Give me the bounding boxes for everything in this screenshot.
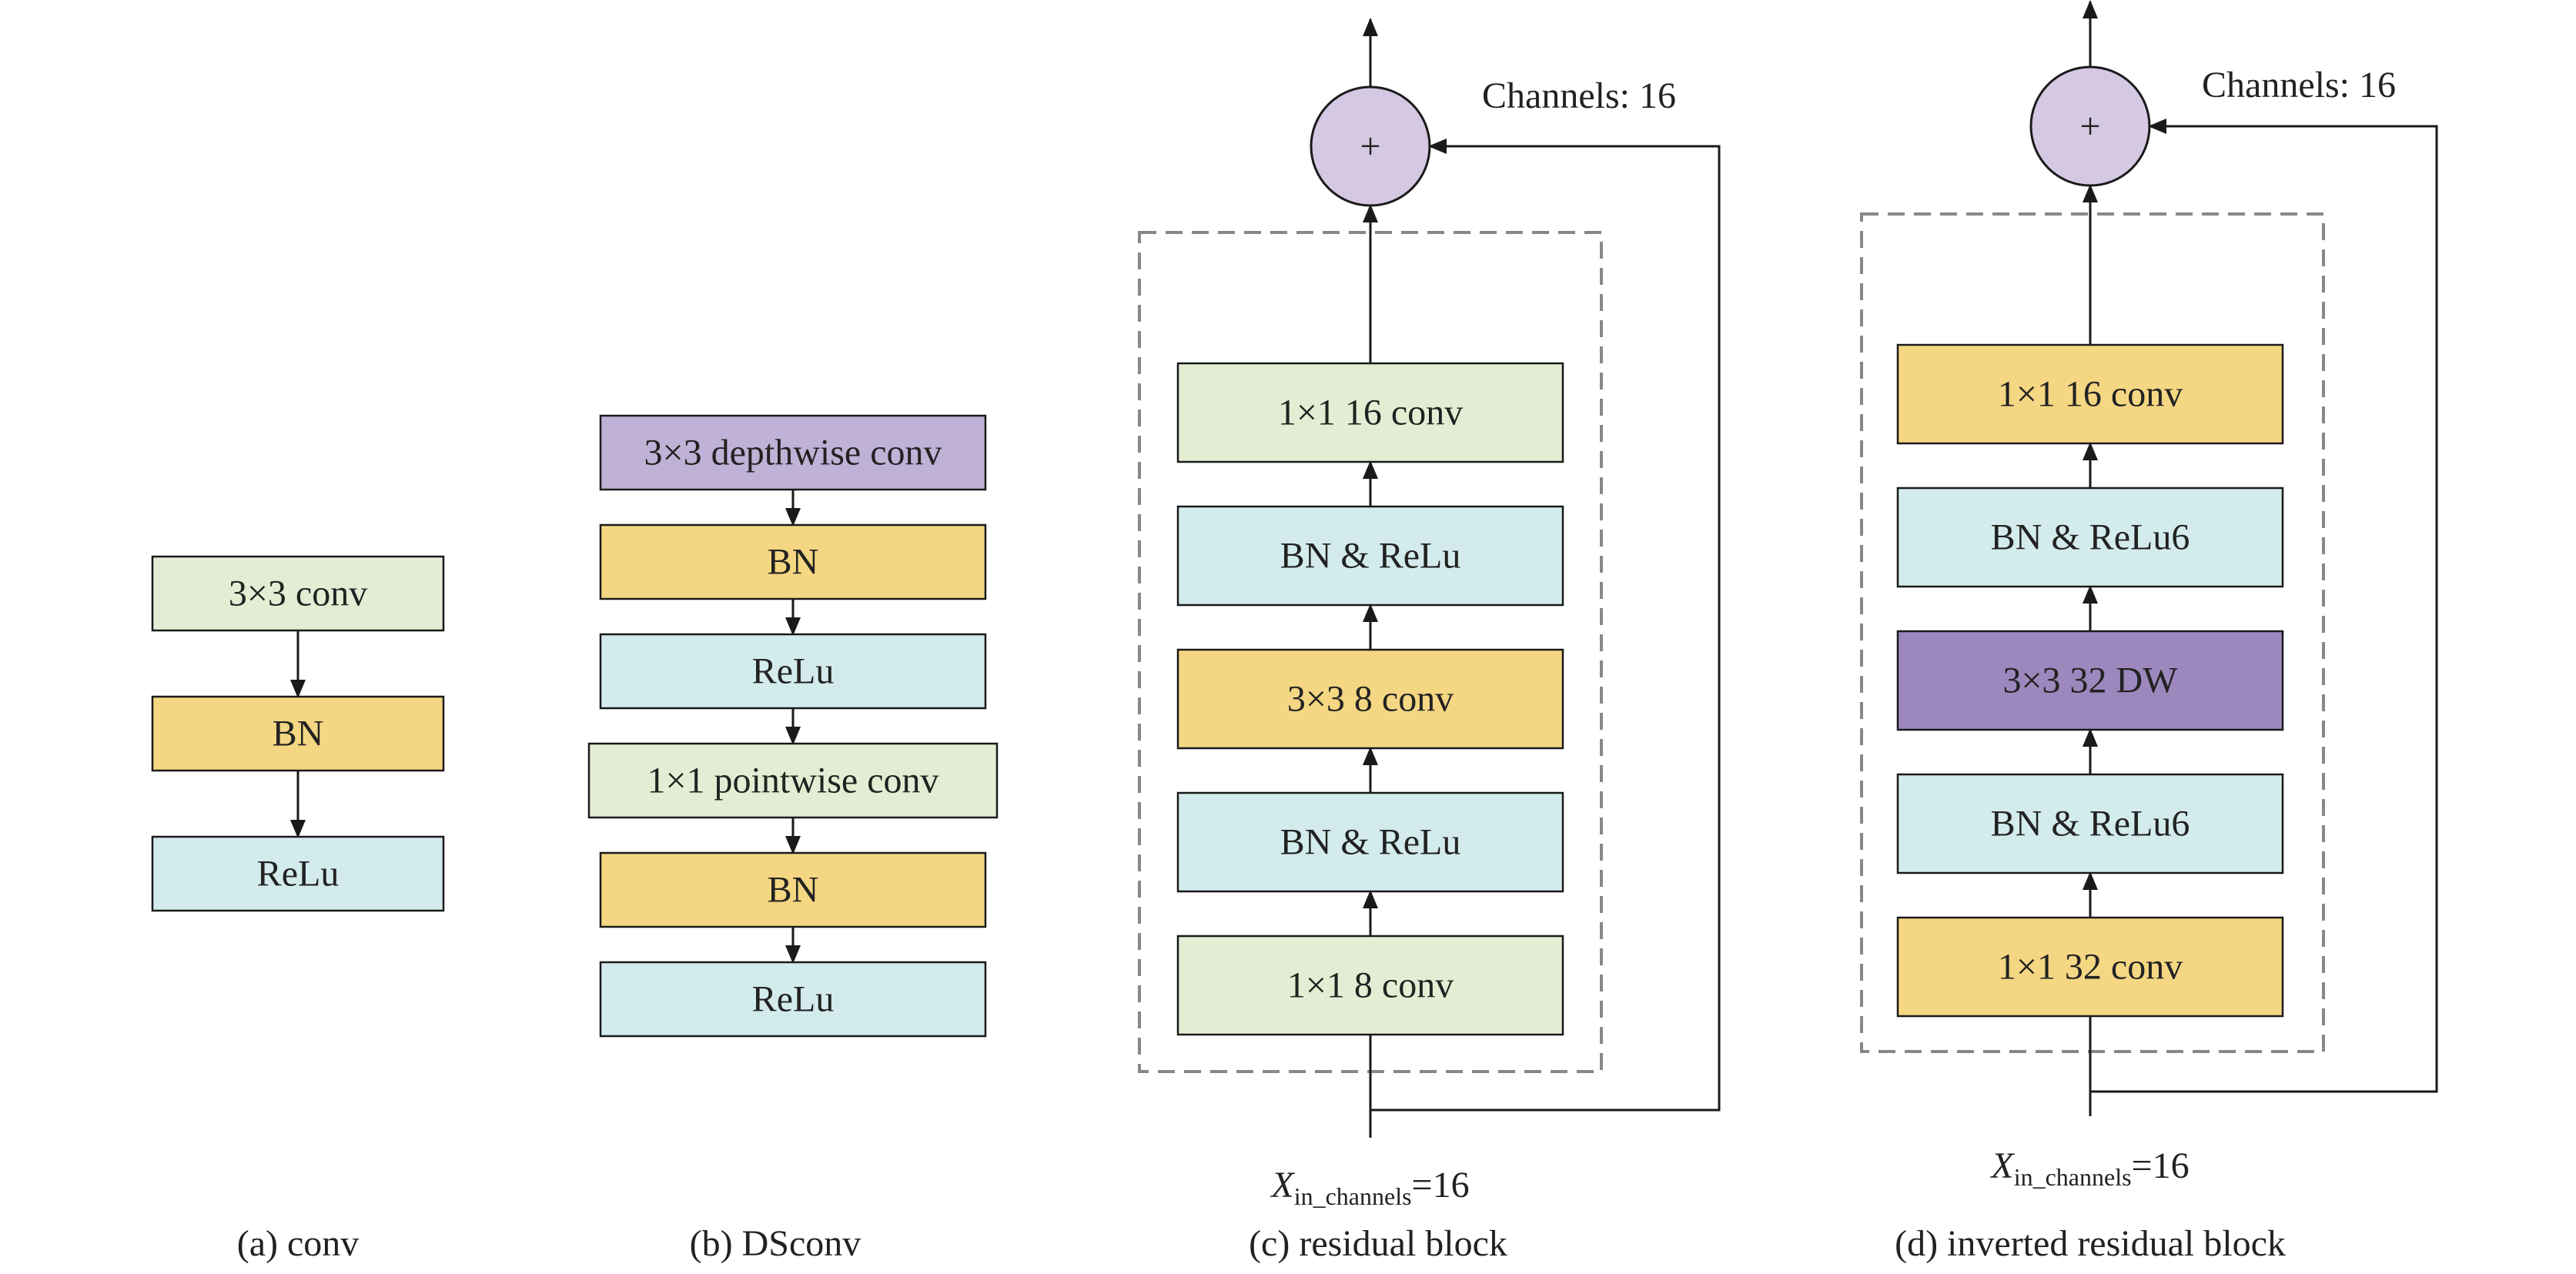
panel-b-block-6: ReLu (599, 961, 987, 1038)
panel-a-caption: (a) conv (237, 1223, 360, 1264)
block-box (1176, 648, 1564, 750)
block-label: 1×1 8 conv (1287, 965, 1454, 1006)
block-box (1176, 935, 1564, 1036)
block-box (1176, 791, 1564, 893)
channels-label: Channels: 16 (2202, 65, 2396, 105)
block-label: BN & ReLu (1280, 536, 1461, 577)
input-value: =16 (2132, 1145, 2190, 1186)
block-label: 1×1 16 conv (1278, 393, 1463, 433)
block-label: BN & ReLu6 (1991, 517, 2190, 558)
block-label: BN & ReLu6 (1991, 804, 2190, 844)
input-subscript: in_channels (2014, 1163, 2132, 1191)
input-channels-label: Xin_channels=16 (1270, 1165, 1469, 1210)
block-box (1896, 916, 2284, 1018)
block-box (587, 742, 999, 819)
block-label: 1×1 16 conv (1998, 374, 2183, 415)
panel-c-block-2: BN & ReLu (1176, 505, 1564, 607)
panel-d-block-5: 1×1 32 conv (1896, 916, 2284, 1018)
sum-node: + (2029, 65, 2151, 187)
block-label: BN & ReLu (1280, 822, 1461, 863)
block-box (151, 695, 445, 772)
panel-b-block-5: BN (599, 851, 987, 928)
block-box (599, 851, 987, 928)
block-label: 3×3 8 conv (1287, 679, 1454, 720)
block-label: ReLu (257, 854, 340, 894)
block-label: ReLu (752, 979, 835, 1020)
block-box (151, 835, 445, 912)
input-var: X (1989, 1145, 2015, 1186)
skip-connection (1370, 139, 1721, 1112)
panel-c-block-1: 1×1 16 conv (1176, 362, 1564, 463)
panel-c-caption: (c) residual block (1249, 1223, 1507, 1264)
block-label: 3×3 32 DW (2002, 660, 2178, 701)
block-box (599, 633, 987, 710)
panel-b-block-4: 1×1 pointwise conv (587, 742, 999, 819)
block-label: BN (768, 542, 819, 583)
panel-b-block-2: BN (599, 523, 987, 600)
panel-c-block-3: 3×3 8 conv (1176, 648, 1564, 750)
block-box (1176, 362, 1564, 463)
panel-d-inverted-residual-block: + Channels: 16 1×1 16 conv BN & ReLu6 3×… (1860, 0, 2438, 1264)
block-label: 3×3 conv (229, 573, 367, 614)
input-var: X (1270, 1165, 1295, 1205)
channels-label: Channels: 16 (1482, 75, 1676, 116)
input-value: =16 (1412, 1165, 1470, 1205)
input-subscript: in_channels (1294, 1182, 1412, 1210)
block-box (599, 961, 987, 1038)
block-box (1896, 343, 2284, 445)
panel-d-block-2: BN & ReLu6 (1896, 487, 2284, 588)
panel-b-dsconv: 3×3 depthwise conv BN ReLu 1×1 pointwise… (587, 414, 999, 1264)
block-box (1896, 773, 2284, 874)
panel-d-block-3: 3×3 32 DW (1896, 630, 2284, 731)
block-box (1176, 505, 1564, 607)
block-box (1896, 630, 2284, 731)
panel-c-block-5: 1×1 8 conv (1176, 935, 1564, 1036)
panel-c-residual-block: + Channels: 16 1×1 16 conv BN & ReLu 3×3… (1138, 18, 1721, 1264)
panel-d-caption: (d) inverted residual block (1895, 1223, 2286, 1264)
block-label: BN (768, 870, 819, 911)
panel-b-block-3: ReLu (599, 633, 987, 710)
sum-node: + (1310, 85, 1431, 207)
panel-d-block-4: BN & ReLu6 (1896, 773, 2284, 874)
block-label: ReLu (752, 651, 835, 692)
block-label: 3×3 depthwise conv (644, 433, 942, 473)
plus-icon: + (2079, 106, 2100, 147)
panel-b-block-1: 3×3 depthwise conv (599, 414, 987, 491)
block-label: 1×1 pointwise conv (647, 761, 938, 801)
panel-a-conv: 3×3 conv BN ReLu (a) conv (151, 555, 445, 1264)
panel-b-caption: (b) DSconv (690, 1223, 861, 1264)
panel-c-block-4: BN & ReLu (1176, 791, 1564, 893)
block-box (151, 555, 445, 632)
panel-a-block-2: BN (151, 695, 445, 772)
block-label: 1×1 32 conv (1998, 947, 2183, 988)
panel-d-block-1: 1×1 16 conv (1896, 343, 2284, 445)
panel-a-block-1: 3×3 conv (151, 555, 445, 632)
block-box (599, 414, 987, 491)
block-label: BN (273, 714, 324, 754)
skip-connection (2090, 119, 2438, 1093)
input-channels-label: Xin_channels=16 (1989, 1145, 2189, 1191)
dashed-module-boundary (1860, 212, 2325, 1053)
plus-icon: + (1360, 126, 1380, 167)
panel-a-block-3: ReLu (151, 835, 445, 912)
